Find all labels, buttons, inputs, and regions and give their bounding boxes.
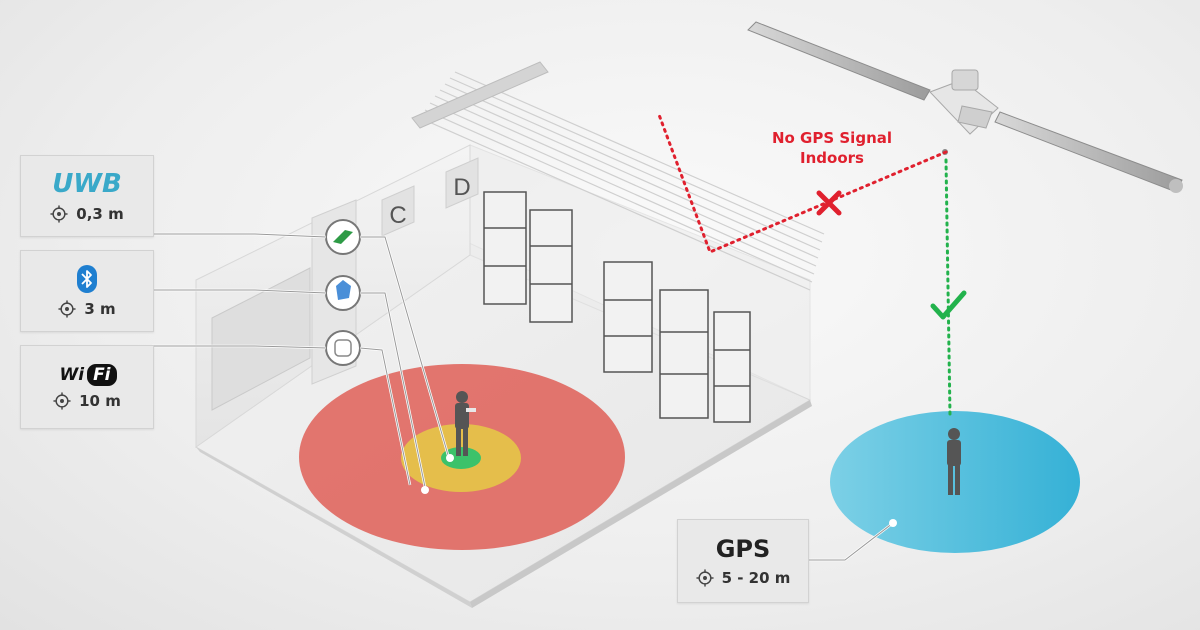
wifi-sensor bbox=[325, 330, 361, 366]
wifi-accuracy-row: 10 m bbox=[53, 392, 121, 410]
zone-plate-c: C bbox=[381, 185, 415, 237]
connector-lines-shadow bbox=[152, 233, 449, 488]
warehouse-door bbox=[211, 267, 311, 411]
wifi-label-box: Wi Fi 10 m bbox=[20, 345, 154, 429]
zone-letter-c: C bbox=[389, 202, 406, 229]
target-icon bbox=[696, 569, 714, 587]
target-icon bbox=[58, 300, 76, 318]
zone-letter-d: D bbox=[453, 174, 470, 201]
uwb-label-box: UWB 0,3 m bbox=[20, 155, 154, 237]
roof-slats bbox=[419, 71, 825, 291]
gps-label-box: GPS 5 - 20 m bbox=[677, 519, 809, 603]
no-gps-annotation: No GPS Signal Indoors bbox=[752, 128, 912, 168]
person-icon bbox=[455, 391, 476, 456]
uwb-zone-marker bbox=[446, 454, 454, 462]
blocked-signal-path bbox=[656, 110, 948, 254]
warehouse-front-edge bbox=[196, 447, 472, 608]
uwb-accuracy: 0,3 m bbox=[76, 205, 124, 223]
bluetooth-accuracy-row: 3 m bbox=[58, 300, 116, 318]
gps-accuracy-row: 5 - 20 m bbox=[696, 569, 791, 587]
bluetooth-zone-marker bbox=[421, 486, 429, 494]
no-gps-line1: No GPS Signal bbox=[771, 129, 893, 147]
warehouse-side-edge bbox=[470, 400, 812, 608]
wifi-logo: Wi Fi bbox=[57, 364, 117, 386]
zone-plate-d: D bbox=[445, 157, 479, 209]
target-icon bbox=[50, 205, 68, 223]
bluetooth-icon bbox=[77, 265, 97, 293]
person-icon-outdoor bbox=[947, 428, 961, 495]
gps-zone-marker bbox=[889, 519, 897, 527]
cross-icon bbox=[816, 190, 842, 216]
wifi-logo-fi: Fi bbox=[87, 364, 117, 386]
gps-signal-path bbox=[944, 158, 952, 417]
uwb-sensor bbox=[325, 219, 361, 255]
gps-accuracy: 5 - 20 m bbox=[721, 569, 791, 587]
shelving-racks bbox=[483, 191, 751, 423]
wifi-accuracy: 10 m bbox=[79, 392, 121, 410]
uwb-logo: UWB bbox=[52, 169, 122, 199]
no-gps-line2: Indoors bbox=[800, 149, 864, 167]
uwb-accuracy-row: 0,3 m bbox=[50, 205, 124, 223]
satellite-icon bbox=[747, 21, 1183, 193]
check-icon bbox=[930, 290, 967, 320]
target-icon bbox=[53, 392, 71, 410]
bluetooth-label-box: 3 m bbox=[20, 250, 154, 332]
gps-title: GPS bbox=[715, 535, 771, 563]
bluetooth-accuracy: 3 m bbox=[84, 300, 116, 318]
wifi-logo-wi: Wi bbox=[59, 365, 85, 385]
roof-beam bbox=[411, 61, 549, 129]
bluetooth-sensor bbox=[325, 275, 361, 311]
uwb-coverage-zone bbox=[441, 447, 481, 469]
